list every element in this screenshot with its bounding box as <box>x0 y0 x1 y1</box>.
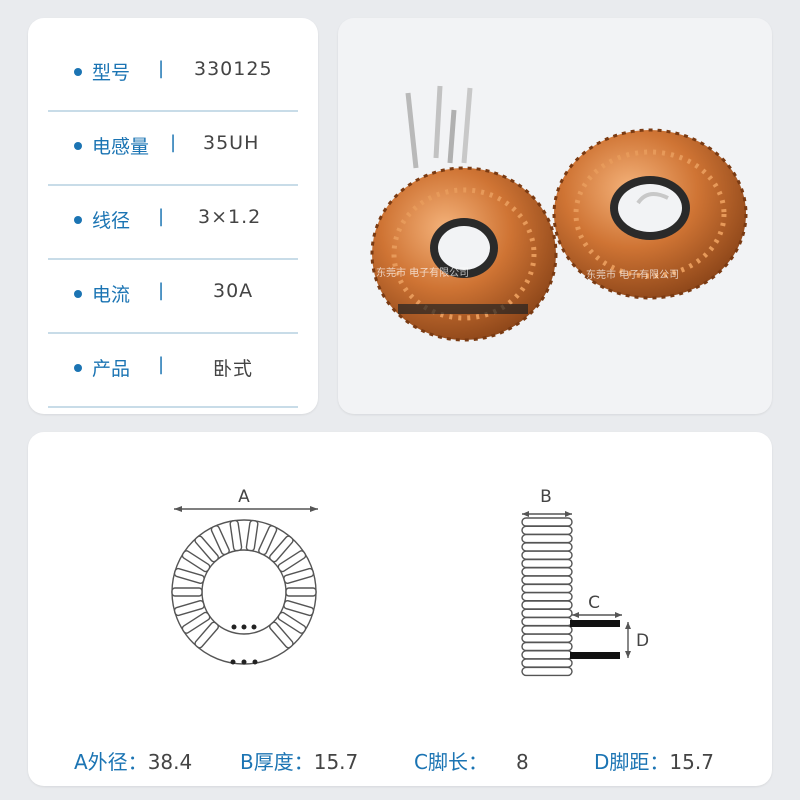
spec-value: 35UH <box>203 132 260 154</box>
bullet-icon <box>74 364 82 372</box>
toroid-inductor-photo: 东莞市 电子有限公司 东莞市 电子有限公司 <box>370 85 748 342</box>
spec-value: 3×1.2 <box>198 206 262 228</box>
dimension-a: A外径：38.4 <box>74 746 192 775</box>
toroid-top-view <box>171 506 318 665</box>
product-photo: 东莞市 电子有限公司 东莞市 电子有限公司 <box>338 18 772 414</box>
dimension-key: A外径： <box>74 750 148 774</box>
dimension-value: 15.7 <box>669 750 714 774</box>
spec-separator: | <box>158 206 165 227</box>
lead-bottom <box>570 652 620 659</box>
spec-separator: | <box>158 280 165 301</box>
inductor-left <box>370 85 558 342</box>
dimension-d: D脚距：15.7 <box>594 746 714 775</box>
spec-separator: | <box>158 58 165 79</box>
spec-separator: | <box>170 132 177 153</box>
spec-label: 产品 <box>92 358 131 380</box>
toroid-side-view <box>521 511 631 677</box>
dimension-key: B厚度： <box>240 750 314 774</box>
specs-card: 型号 | 330125 电感量 | 35UH 线径 | 3×1.2 电流 | 3… <box>28 18 318 414</box>
dimension-diagram: A B C D <box>171 487 649 677</box>
bullet-icon <box>74 142 82 150</box>
spec-separator: | <box>158 354 165 375</box>
dimension-diagram-card: A B C D A外径：38.4 B厚度：15.7 C脚长：8 D脚距：15.7 <box>28 432 772 786</box>
spec-row-wire: 线径 | 3×1.2 <box>48 184 298 260</box>
bullet-icon <box>74 68 82 76</box>
dimension-key: C脚长： <box>414 750 488 774</box>
inductor-right <box>552 128 748 300</box>
spec-row-product: 产品 | 卧式 <box>48 332 298 408</box>
dimension-key: D脚距： <box>594 750 670 774</box>
bullet-icon <box>74 290 82 298</box>
spec-row-current: 电流 | 30A <box>48 258 298 334</box>
label-c: C <box>588 593 600 613</box>
spec-value: 卧式 <box>213 358 254 380</box>
spec-label: 电感量 <box>92 136 150 158</box>
watermark: 东莞市 电子有限公司 <box>376 266 469 279</box>
dimension-value: 8 <box>515 750 529 774</box>
bullet-icon <box>74 216 82 224</box>
spec-label: 电流 <box>92 284 131 306</box>
side-winding-turns <box>521 517 573 677</box>
lead-top <box>570 620 620 627</box>
label-a: A <box>238 487 250 507</box>
dimension-c: C脚长： 8 <box>414 746 529 775</box>
spec-value: 30A <box>213 280 254 302</box>
watermark: 东莞市 电子有限公司 <box>586 268 679 281</box>
dimension-value: 15.7 <box>313 750 359 774</box>
winding-turns <box>171 519 317 649</box>
dimension-value: 38.4 <box>147 750 193 774</box>
spec-row-inductance: 电感量 | 35UH <box>48 110 298 186</box>
spec-label: 型号 <box>92 62 131 84</box>
label-b: B <box>540 487 552 507</box>
dimension-b: B厚度：15.7 <box>240 746 358 775</box>
label-d: D <box>636 631 649 651</box>
spec-value: 330125 <box>194 58 273 80</box>
spec-row-model: 型号 | 330125 <box>48 36 298 112</box>
spec-label: 线径 <box>92 210 131 232</box>
